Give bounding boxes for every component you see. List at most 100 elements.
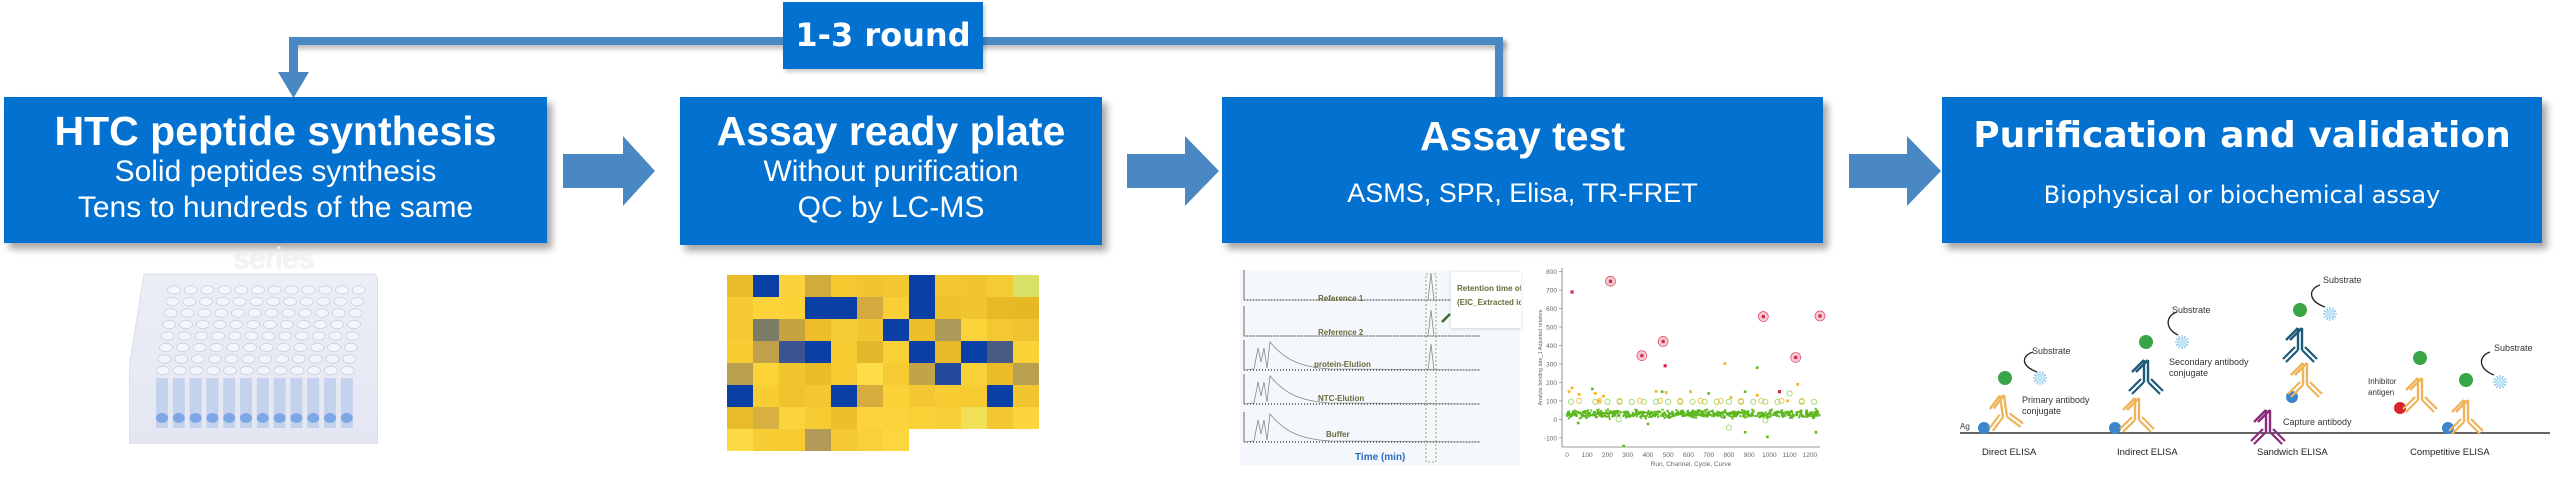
data-point bbox=[1721, 413, 1724, 416]
data-point bbox=[1707, 392, 1710, 395]
data-point bbox=[1602, 394, 1605, 398]
data-point bbox=[1622, 415, 1625, 418]
data-point bbox=[1744, 410, 1747, 413]
data-point bbox=[1805, 412, 1808, 415]
heatmap-cell bbox=[1013, 363, 1039, 385]
data-point bbox=[1601, 411, 1604, 414]
data-point bbox=[1808, 413, 1811, 416]
data-point bbox=[1722, 410, 1725, 413]
data-point bbox=[1811, 412, 1814, 415]
data-point bbox=[1691, 409, 1694, 412]
plate-tube-liquid bbox=[172, 413, 185, 423]
data-point bbox=[1614, 412, 1617, 415]
data-point bbox=[1798, 397, 1805, 404]
plate-well bbox=[318, 285, 333, 295]
plate-well bbox=[215, 296, 230, 307]
plate-well bbox=[189, 365, 204, 376]
data-point bbox=[1664, 412, 1667, 415]
step-title: HTC peptide synthesis bbox=[54, 108, 497, 154]
plate-well bbox=[227, 331, 242, 341]
data-point bbox=[1786, 413, 1789, 416]
data-point bbox=[1766, 413, 1769, 416]
target-peak bbox=[1427, 343, 1435, 371]
data-point bbox=[1584, 411, 1587, 414]
elisa-secondary-label: Secondary antibody bbox=[2169, 357, 2249, 367]
x-tick-label: 0 bbox=[1565, 452, 1569, 459]
data-point bbox=[1684, 414, 1687, 417]
data-point bbox=[1676, 410, 1679, 413]
data-point bbox=[1572, 410, 1575, 413]
data-point bbox=[1654, 411, 1657, 414]
substrate-icon bbox=[2323, 307, 2337, 321]
heatmap-cell bbox=[987, 429, 1013, 451]
data-point bbox=[1580, 412, 1583, 415]
data-point bbox=[1752, 414, 1755, 417]
data-point bbox=[1597, 408, 1600, 411]
data-point bbox=[1793, 414, 1796, 417]
data-point bbox=[1817, 413, 1820, 416]
step-line: Without purification bbox=[763, 155, 1019, 188]
plate-well bbox=[174, 354, 189, 364]
heatmap-cell bbox=[987, 319, 1013, 341]
data-point bbox=[1735, 415, 1738, 418]
data-point bbox=[1604, 398, 1611, 405]
data-point bbox=[1686, 409, 1689, 412]
data-point bbox=[1785, 410, 1788, 413]
data-point bbox=[1660, 390, 1664, 393]
data-point bbox=[1699, 410, 1702, 413]
heatmap-cell bbox=[857, 363, 883, 385]
data-point bbox=[1676, 413, 1679, 416]
data-point bbox=[1654, 389, 1658, 393]
data-point bbox=[1779, 410, 1782, 413]
data-point bbox=[1663, 411, 1666, 414]
heatmap-cell bbox=[961, 407, 987, 429]
data-point bbox=[1654, 415, 1657, 418]
x-tick-label: 1200 bbox=[1803, 452, 1818, 459]
plate-tube-liquid bbox=[240, 413, 252, 423]
data-point bbox=[1691, 413, 1694, 416]
data-point bbox=[1635, 408, 1638, 411]
step-line: Biophysical or biochemical assay bbox=[2043, 181, 2441, 209]
data-point bbox=[1635, 415, 1638, 418]
heatmap-cell bbox=[805, 319, 831, 341]
data-point bbox=[1743, 390, 1747, 393]
plate-well bbox=[224, 354, 239, 364]
data-point bbox=[1804, 410, 1807, 413]
y-axis-label: Analyte binding late_1 Adjusted relative bbox=[1538, 309, 1544, 405]
data-point bbox=[1792, 413, 1795, 416]
heatmap-cell bbox=[961, 341, 987, 363]
data-point bbox=[1785, 412, 1788, 415]
data-point bbox=[1711, 409, 1714, 412]
data-point bbox=[1713, 398, 1720, 405]
plate-well bbox=[175, 342, 190, 353]
data-point bbox=[1611, 415, 1614, 418]
data-point bbox=[1778, 415, 1781, 418]
data-point bbox=[1798, 410, 1801, 413]
data-point bbox=[1734, 414, 1737, 417]
data-point bbox=[1694, 412, 1697, 415]
data-point bbox=[1731, 412, 1734, 415]
step-line: Tens to hundreds of the same bbox=[77, 191, 474, 224]
data-point bbox=[1611, 411, 1614, 414]
data-point bbox=[1596, 412, 1599, 415]
flow-arrow-icon bbox=[563, 136, 655, 206]
loop-line-left bbox=[289, 37, 298, 75]
plate-well bbox=[157, 354, 172, 364]
heatmap-cell bbox=[935, 275, 961, 297]
data-point bbox=[1717, 397, 1724, 404]
data-point bbox=[1697, 411, 1700, 414]
data-point bbox=[1654, 412, 1657, 415]
data-point bbox=[1628, 413, 1631, 416]
data-point bbox=[1649, 411, 1652, 414]
data-point bbox=[1639, 415, 1642, 418]
data-point bbox=[1650, 410, 1653, 413]
plate-well bbox=[209, 342, 224, 353]
heatmap-cell bbox=[1013, 385, 1039, 407]
secondary-antibody-icon bbox=[2128, 359, 2164, 395]
heatmap-cell bbox=[935, 363, 961, 385]
data-point bbox=[1750, 413, 1753, 416]
data-point bbox=[1632, 415, 1635, 418]
data-point bbox=[1797, 411, 1800, 414]
data-point bbox=[1795, 412, 1798, 415]
data-point bbox=[1790, 410, 1793, 413]
